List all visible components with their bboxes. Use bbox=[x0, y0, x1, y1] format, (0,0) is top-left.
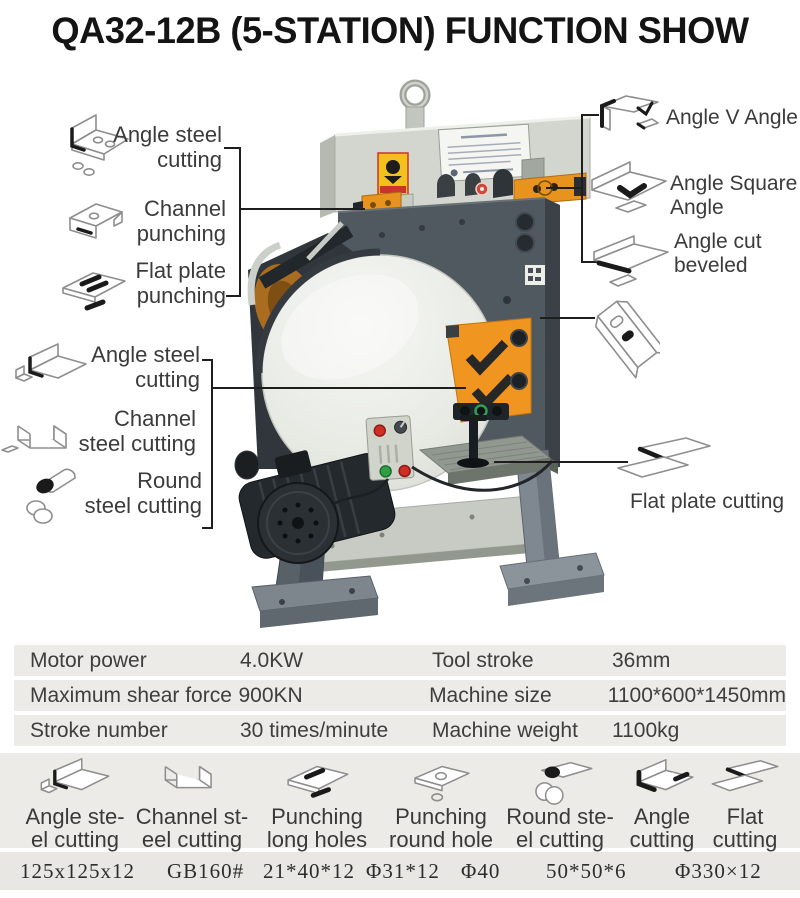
spec-row-3: Stroke number 30 times/minute Machine we… bbox=[14, 715, 786, 746]
fn-punching-long-holes-icon bbox=[287, 765, 349, 798]
angle-steel-cutting-icon bbox=[15, 343, 87, 382]
spec-value: 30 times/minute bbox=[240, 718, 389, 742]
fn-angle-steel-cutting-icon bbox=[40, 758, 110, 794]
function-angle-cutting: Angle cutting bbox=[602, 753, 722, 851]
spec-value: 1100kg bbox=[612, 718, 680, 742]
fn-round-steel-cutting-icon bbox=[535, 761, 593, 805]
callout-channel-steel-cutting: Channel steel cutting bbox=[78, 406, 196, 456]
function-angle-steel-cutting: Angle ste- el cutting bbox=[10, 753, 140, 851]
callout-round-steel-cutting: Round steel cutting bbox=[84, 468, 202, 518]
spec-label: Stroke number bbox=[30, 718, 168, 742]
fn-flat-cutting-icon bbox=[711, 760, 779, 792]
function-flat-cutting: Flat cutting bbox=[690, 753, 800, 851]
spec-label: Machine weight bbox=[432, 718, 578, 742]
callout-angle-steel-cutting-top: Angle steel cutting bbox=[113, 122, 222, 172]
fn-punching-round-hole-icon bbox=[414, 765, 470, 802]
spec-value: 900KN bbox=[238, 683, 303, 707]
callout-flat-plate-cutting: Flat plate cutting bbox=[630, 490, 785, 513]
callout-angle-steel-cutting-bottom: Angle steel cutting bbox=[91, 342, 200, 392]
dimension-value: 21*40*12 bbox=[263, 859, 355, 883]
function-channel-steel-cutting: Channel st- eel cutting bbox=[127, 753, 257, 851]
round-steel-cutting-icon bbox=[26, 468, 76, 524]
function-punching-round-hole: Punching round hole bbox=[376, 753, 506, 851]
motor bbox=[234, 450, 396, 564]
channel-punching-icon bbox=[69, 203, 123, 239]
callout-channel-punching: Channel punching bbox=[136, 196, 226, 246]
dimension-value: 125x125x12 bbox=[20, 859, 135, 883]
spec-label: Maximum shear force bbox=[30, 683, 232, 707]
shear-blade-plate bbox=[445, 317, 532, 423]
spec-label: Machine size bbox=[429, 683, 552, 707]
spec-label: Tool stroke bbox=[432, 648, 534, 672]
flat-plate-punching-icon bbox=[62, 272, 126, 311]
channel-steel-cutting-icon bbox=[1, 425, 67, 453]
spec-label: Motor power bbox=[30, 648, 147, 672]
dimension-strip: 125x125x12 GB160# 21*40*12 Φ31*12 Φ40 50… bbox=[0, 852, 800, 890]
function-punching-long-holes: Punching long holes bbox=[252, 753, 382, 851]
dimension-value: GB160# bbox=[167, 859, 245, 883]
channel-slotted-icon bbox=[595, 300, 660, 379]
flat-plate-cutting-icon bbox=[617, 437, 711, 478]
fn-angle-cutting-icon bbox=[636, 759, 694, 793]
callout-angle-square-angle: Angle Square Angle bbox=[670, 172, 798, 219]
spec-row-1: Motor power 4.0KW Tool stroke 36mm bbox=[14, 645, 786, 676]
machine-nameplate bbox=[437, 123, 533, 183]
work-table bbox=[418, 435, 558, 485]
spec-table: Motor power 4.0KW Tool stroke 36mm Maxim… bbox=[14, 645, 786, 750]
angle-steel-punching-icon bbox=[70, 114, 129, 176]
function-band: Angle ste- el cutting Channel st- eel cu… bbox=[0, 753, 800, 851]
angle-square-angle-icon bbox=[591, 161, 667, 213]
spec-value: 36mm bbox=[612, 648, 671, 672]
ironworker-machine-illustration bbox=[234, 79, 605, 628]
dimension-value: Φ40 bbox=[461, 859, 501, 883]
callout-angle-v-angle: Angle V Angle bbox=[666, 106, 798, 129]
spec-value: 4.0KW bbox=[240, 648, 304, 672]
page-title: QA32-12B (5-STATION) FUNCTION SHOW bbox=[51, 10, 749, 51]
dimension-value: Φ31*12 bbox=[366, 859, 440, 883]
callout-connector-lines bbox=[202, 114, 628, 529]
function-round-steel-cutting: Round ste- el cutting bbox=[495, 753, 625, 851]
control-box bbox=[365, 415, 415, 481]
spec-value: 1100*600*1450mm bbox=[607, 683, 786, 707]
warning-sticker bbox=[377, 152, 409, 196]
dimension-value: 50*50*6 bbox=[546, 859, 627, 883]
fn-channel-steel-cutting-icon bbox=[164, 765, 212, 789]
spec-row-2: Maximum shear force 900KN Machine size 1… bbox=[14, 680, 786, 711]
angle-v-angle-icon bbox=[600, 95, 659, 131]
dimension-value: Φ330×12 bbox=[675, 859, 762, 883]
angle-cut-beveled-icon bbox=[593, 235, 669, 287]
stop-button bbox=[373, 424, 387, 437]
callout-angle-cut-beveled: Angle cut beveled bbox=[674, 230, 762, 277]
start-button bbox=[379, 465, 392, 478]
callout-flat-plate-punching: Flat plate punching bbox=[135, 258, 227, 308]
